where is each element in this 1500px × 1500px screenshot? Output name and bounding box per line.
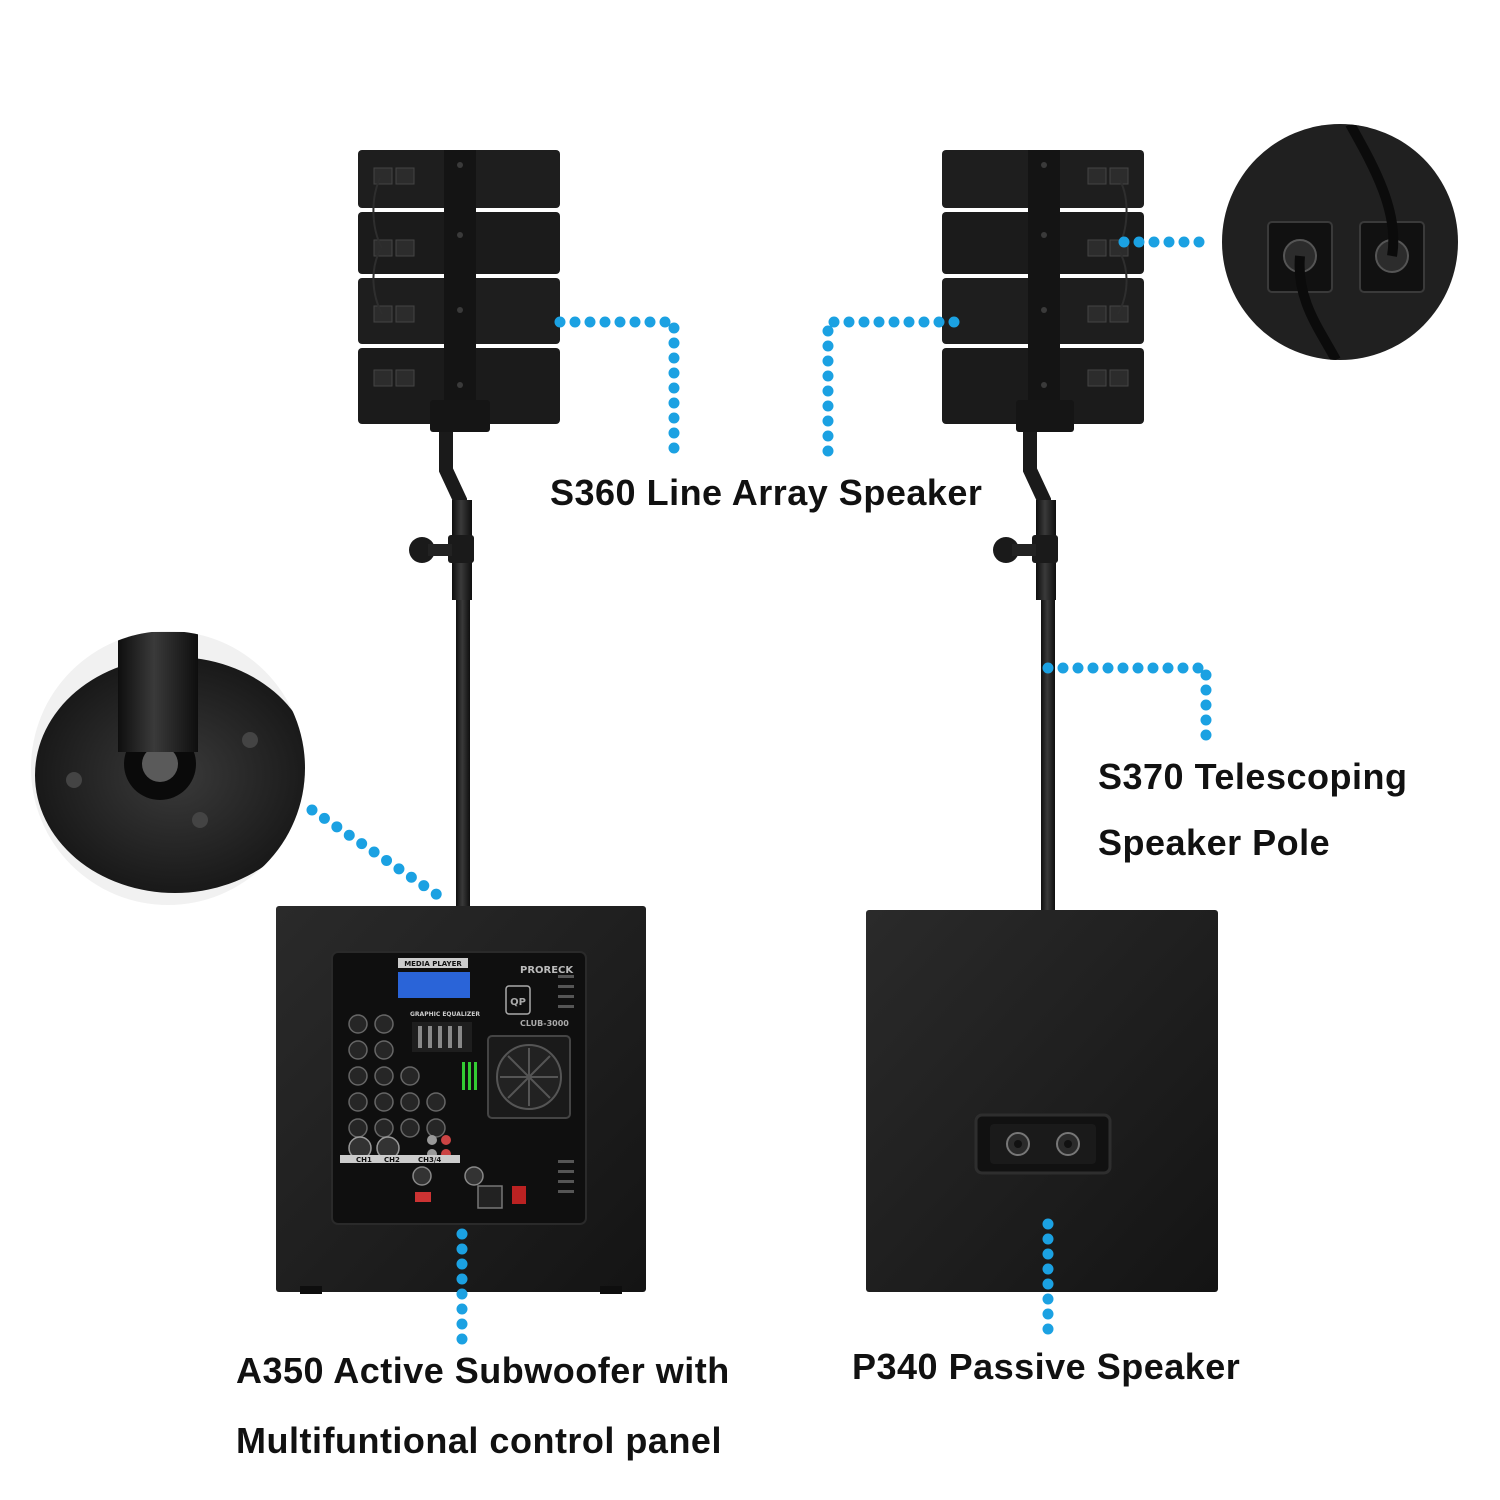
media-player-label: MEDIA PLAYER	[404, 960, 462, 968]
callout-pole	[1042, 662, 1212, 746]
left-line-array-speaker	[358, 150, 560, 432]
right-pole	[993, 432, 1058, 910]
label-telescoping-pole-line2: Speaker Pole	[1098, 822, 1331, 863]
right-passive-speaker	[866, 910, 1218, 1292]
speakon-connector-detail-inset	[1222, 124, 1458, 360]
svg-text:QP: QP	[510, 997, 526, 1008]
right-line-array-speaker	[942, 150, 1144, 432]
brand-label: PRORECK	[520, 965, 574, 976]
label-passive-speaker: P340 Passive Speaker	[852, 1346, 1241, 1387]
label-line-array-speaker: S360 Line Array Speaker	[550, 472, 983, 513]
callout-line-array-right	[822, 316, 960, 466]
model-label: CLUB-3000	[520, 1019, 569, 1028]
label-active-subwoofer-line2: Multifuntional control panel	[236, 1420, 722, 1461]
pole-mount-detail-inset	[31, 631, 305, 905]
label-active-subwoofer-line1: A350 Active Subwoofer with	[236, 1350, 730, 1391]
left-pole	[409, 432, 474, 908]
callout-pole-mount	[306, 804, 448, 904]
label-telescoping-pole-line1: S370 Telescoping	[1098, 756, 1408, 797]
channel-label-3: CH3/4	[418, 1156, 441, 1164]
graphic-equalizer-label: GRAPHIC EQUALIZER	[410, 1011, 480, 1018]
channel-label-2: CH2	[384, 1156, 400, 1164]
callout-line-array-left	[554, 316, 680, 466]
channel-label-1: CH1	[356, 1156, 372, 1164]
callout-lines	[306, 236, 1218, 1352]
subwoofer-control-panel: MEDIA PLAYER PRORECK QP CLUB-3000 GRAPHI…	[331, 951, 587, 1225]
